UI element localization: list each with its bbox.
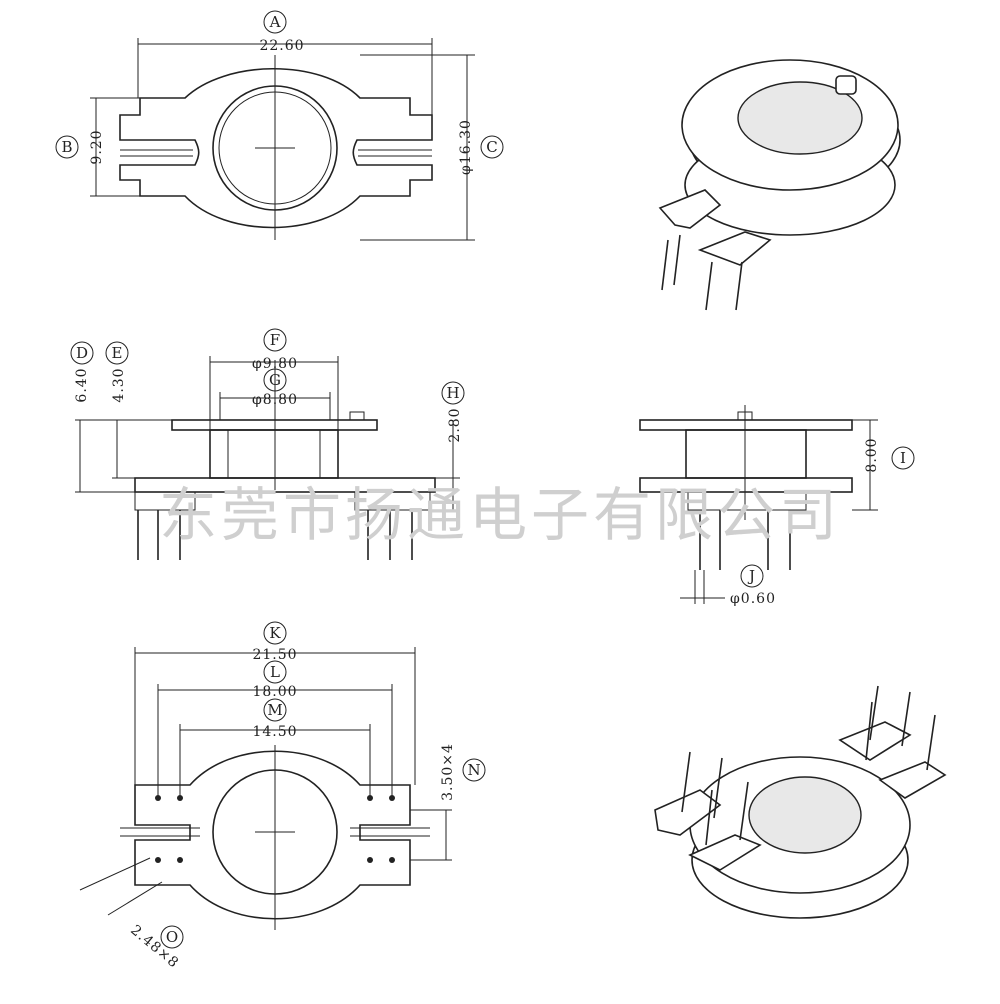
svg-text:A: A [269, 13, 281, 31]
dim-n-text: 3.50×4 [440, 743, 456, 801]
dim-a-text: 22.60 [259, 38, 304, 54]
label-O: O [160, 925, 184, 949]
dim-k-text: 21.50 [252, 647, 297, 663]
label-G: G [263, 368, 287, 392]
svg-text:K: K [269, 624, 281, 642]
svg-text:E: E [112, 344, 123, 362]
label-D: D [70, 341, 94, 365]
label-K: K [263, 621, 287, 645]
dim-b-text: 9.20 [89, 129, 105, 164]
svg-text:O: O [166, 928, 178, 946]
label-A: A [263, 10, 287, 34]
top-view [90, 38, 475, 241]
dim-j-text: φ0.60 [730, 591, 776, 607]
dim-i-text: 8.00 [864, 437, 880, 472]
label-L: L [263, 660, 287, 684]
dim-l-text: 18.00 [252, 684, 297, 700]
svg-text:J: J [747, 567, 755, 585]
label-H: H [441, 381, 465, 405]
dim-c-text: φ16.30 [458, 119, 474, 175]
label-C: C [480, 135, 504, 159]
svg-text:I: I [900, 449, 906, 467]
label-F: F [263, 328, 287, 352]
dim-h-text: 2.80 [447, 407, 463, 442]
side-view [639, 405, 878, 604]
svg-text:F: F [270, 331, 280, 349]
isometric-view-bottom [654, 685, 947, 919]
label-N: N [462, 758, 486, 782]
label-I: I [891, 446, 915, 470]
label-M: M [263, 698, 287, 722]
dim-g-text: φ8.80 [252, 392, 298, 408]
bottom-view [79, 647, 452, 930]
label-J: J [740, 564, 764, 588]
company-watermark: 东莞市扬通电子有限公司 [159, 481, 841, 549]
isometric-view-top [658, 59, 901, 311]
svg-text:B: B [61, 138, 72, 156]
svg-text:C: C [486, 138, 497, 156]
label-E: E [105, 341, 129, 365]
svg-text:H: H [446, 384, 459, 402]
dim-f-text: φ9.80 [252, 356, 298, 372]
svg-text:D: D [76, 344, 88, 362]
svg-text:N: N [467, 761, 480, 779]
dim-e-text: 4.30 [111, 367, 127, 402]
svg-text:L: L [270, 663, 280, 681]
svg-text:G: G [269, 371, 281, 389]
front-view [75, 356, 460, 560]
dim-m-text: 14.50 [252, 724, 297, 740]
label-B: B [55, 135, 79, 159]
dim-d-text: 6.40 [74, 367, 90, 402]
svg-text:M: M [267, 701, 282, 719]
